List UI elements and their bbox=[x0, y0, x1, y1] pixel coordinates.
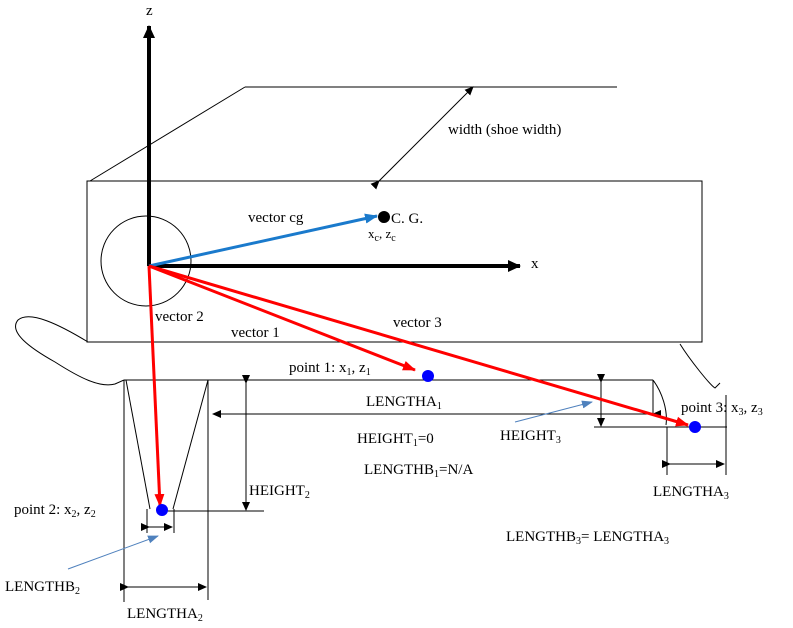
point-2-label: point 2: x2, z2 bbox=[14, 502, 96, 520]
vector-cg-label: vector cg bbox=[248, 210, 304, 226]
cg-label: C. G. bbox=[391, 211, 423, 227]
shoe-top-edge-diagonal bbox=[89, 86, 246, 182]
point-1-label: point 1: x1, z1 bbox=[289, 360, 371, 378]
point-1 bbox=[422, 370, 434, 382]
toe-cleat-curve bbox=[652, 379, 667, 426]
lengthb2-pointer-arrow bbox=[67, 535, 159, 570]
vector-3-label: vector 3 bbox=[393, 315, 442, 331]
lengtha-1-label: LENGTHA1 bbox=[366, 394, 442, 412]
point-3 bbox=[689, 421, 701, 433]
origin-circle bbox=[100, 215, 192, 307]
vector-cg-arrow bbox=[148, 213, 378, 268]
z-axis-label: z bbox=[146, 3, 153, 19]
height-1-label: HEIGHT1=0 bbox=[357, 431, 434, 449]
lengthb-1-label: LENGTHB1=N/A bbox=[364, 462, 473, 480]
cleat2-left-edge bbox=[125, 379, 151, 510]
point-2 bbox=[156, 504, 168, 516]
point-3-label: point 3: x3, z3 bbox=[681, 400, 763, 418]
height3-pointer-arrow bbox=[514, 400, 593, 423]
vector-2-arrow bbox=[147, 265, 165, 507]
lengthb-3-equation-label: LENGTHB3= LENGTHA3 bbox=[506, 529, 669, 547]
vector-3-arrow bbox=[148, 264, 689, 427]
cleat2-right-edge bbox=[172, 379, 209, 510]
width-dimension-arrow bbox=[370, 86, 474, 190]
cg-coordinates: xc, zc bbox=[368, 226, 396, 244]
height-3-label: HEIGHT3 bbox=[500, 428, 561, 446]
height-2-label: HEIGHT2 bbox=[249, 483, 310, 501]
width-label: width (shoe width) bbox=[448, 122, 561, 138]
heel-outline bbox=[15, 316, 125, 386]
sole bbox=[123, 379, 727, 602]
lengthb-2-label: LENGTHB2 bbox=[5, 579, 80, 597]
vector-1-arrow bbox=[148, 264, 416, 372]
lengtha-2-label: LENGTHA2 bbox=[127, 606, 203, 624]
toe-curve bbox=[679, 343, 721, 389]
x-axis-label: x bbox=[531, 256, 539, 272]
lengtha-3-label: LENGTHA3 bbox=[653, 484, 729, 502]
cg-point bbox=[378, 211, 390, 223]
vector-1-label: vector 1 bbox=[231, 325, 280, 341]
vector-2-label: vector 2 bbox=[155, 309, 204, 325]
